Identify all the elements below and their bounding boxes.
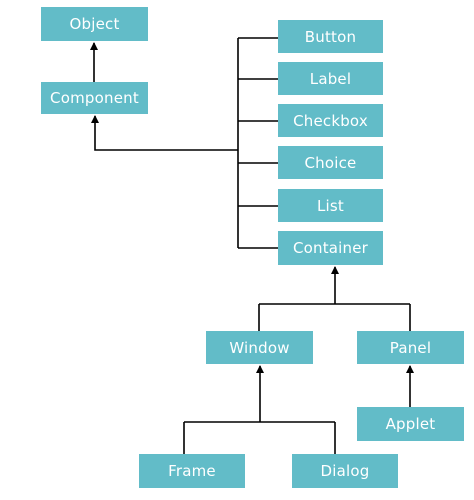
edge-group-component-subclasses bbox=[91, 37, 278, 249]
node-button: Button bbox=[278, 20, 383, 53]
node-object: Object bbox=[41, 7, 148, 41]
node-container: Container bbox=[278, 231, 383, 265]
node-panel: Panel bbox=[357, 331, 464, 364]
node-window: Window bbox=[206, 331, 313, 364]
node-dialog: Dialog bbox=[292, 454, 398, 488]
node-checkbox: Checkbox bbox=[278, 104, 383, 137]
node-label: Label bbox=[278, 62, 383, 95]
edge-group-container-subclasses bbox=[258, 266, 411, 331]
edge-group-window-subclasses bbox=[183, 365, 336, 454]
edge-bracket-to-component bbox=[91, 115, 238, 151]
node-applet: Applet bbox=[357, 407, 464, 441]
node-list: List bbox=[278, 189, 383, 222]
node-choice: Choice bbox=[278, 146, 383, 179]
node-component: Component bbox=[41, 82, 148, 114]
node-frame: Frame bbox=[139, 454, 245, 488]
